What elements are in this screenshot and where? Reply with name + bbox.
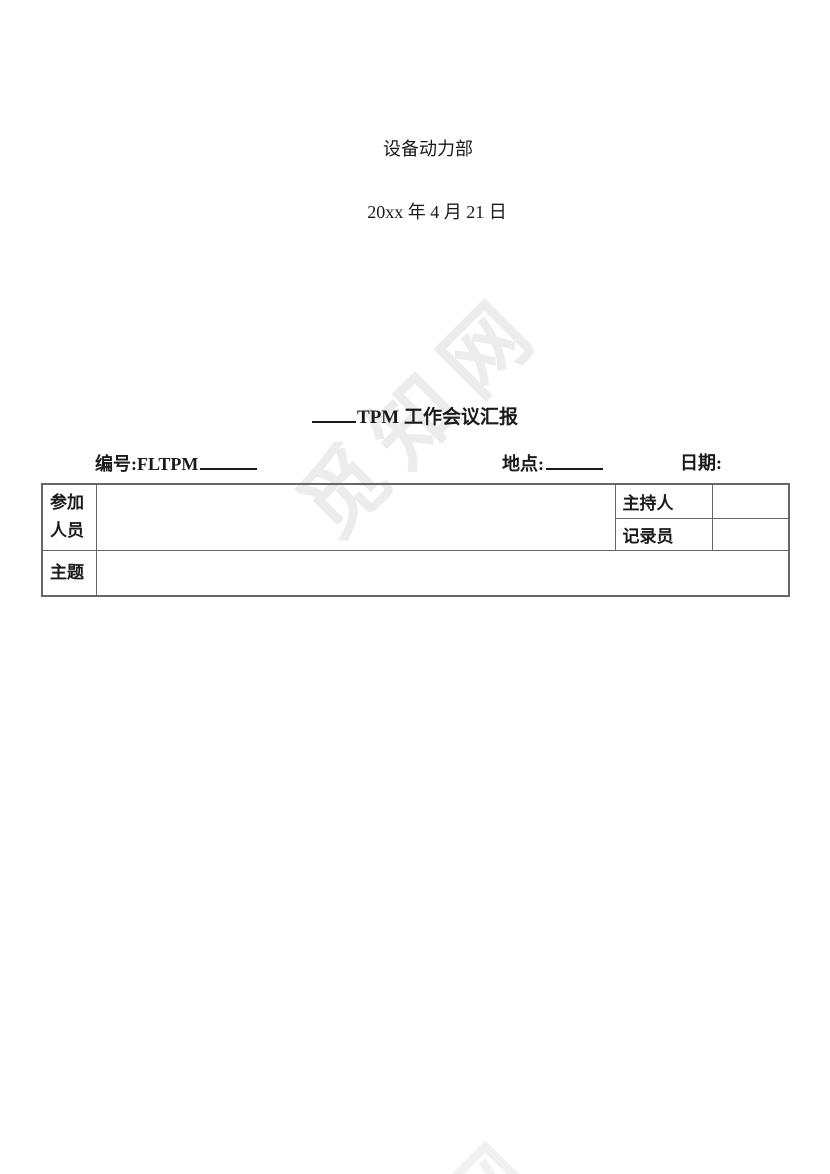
site-watermark-bottom: 觅知网 — [268, 1104, 566, 1174]
number-field: 编号:FLTPM — [95, 451, 258, 476]
date-line: 20xx 年 4 月 21 日 — [367, 202, 507, 222]
department-line: 设备动力部 — [383, 139, 473, 159]
date-label: 日期: — [680, 453, 722, 473]
meta-row: 编号:FLTPM 地点: 日期: — [0, 451, 830, 477]
number-blank-field[interactable] — [200, 451, 258, 470]
watermark-text: 觅知网 — [282, 1118, 561, 1174]
participants-label-cell: 参加 人员 — [41, 483, 97, 551]
date-field: 日期: — [680, 451, 722, 475]
participants-label-line1: 参加 — [50, 493, 84, 513]
number-label: 编号:FLTPM — [95, 454, 199, 474]
location-field: 地点: — [502, 451, 603, 476]
table-row: 主题 — [41, 549, 790, 597]
recorder-label-cell: 记录员 — [614, 517, 713, 551]
host-label-cell: 主持人 — [614, 483, 713, 519]
title-blank-field[interactable] — [312, 404, 357, 423]
table-row: 参加 人员 主持人 — [41, 483, 790, 551]
table-row: 记录员 — [42, 517, 790, 551]
title-text: TPM 工作会议汇报 — [357, 407, 518, 428]
location-label: 地点: — [502, 454, 544, 474]
host-value-cell[interactable] — [711, 483, 790, 519]
document-title: TPM 工作会议汇报 — [0, 404, 830, 430]
topic-value-cell[interactable] — [95, 549, 790, 597]
location-blank-field[interactable] — [546, 451, 603, 470]
meeting-form-table: 参加 人员 主持人 记录员 主题 — [41, 483, 790, 597]
participants-value-cell[interactable] — [95, 483, 616, 551]
topic-label-cell: 主题 — [41, 549, 97, 597]
participants-label-line2: 人员 — [50, 521, 84, 541]
recorder-value-cell[interactable] — [711, 517, 790, 551]
